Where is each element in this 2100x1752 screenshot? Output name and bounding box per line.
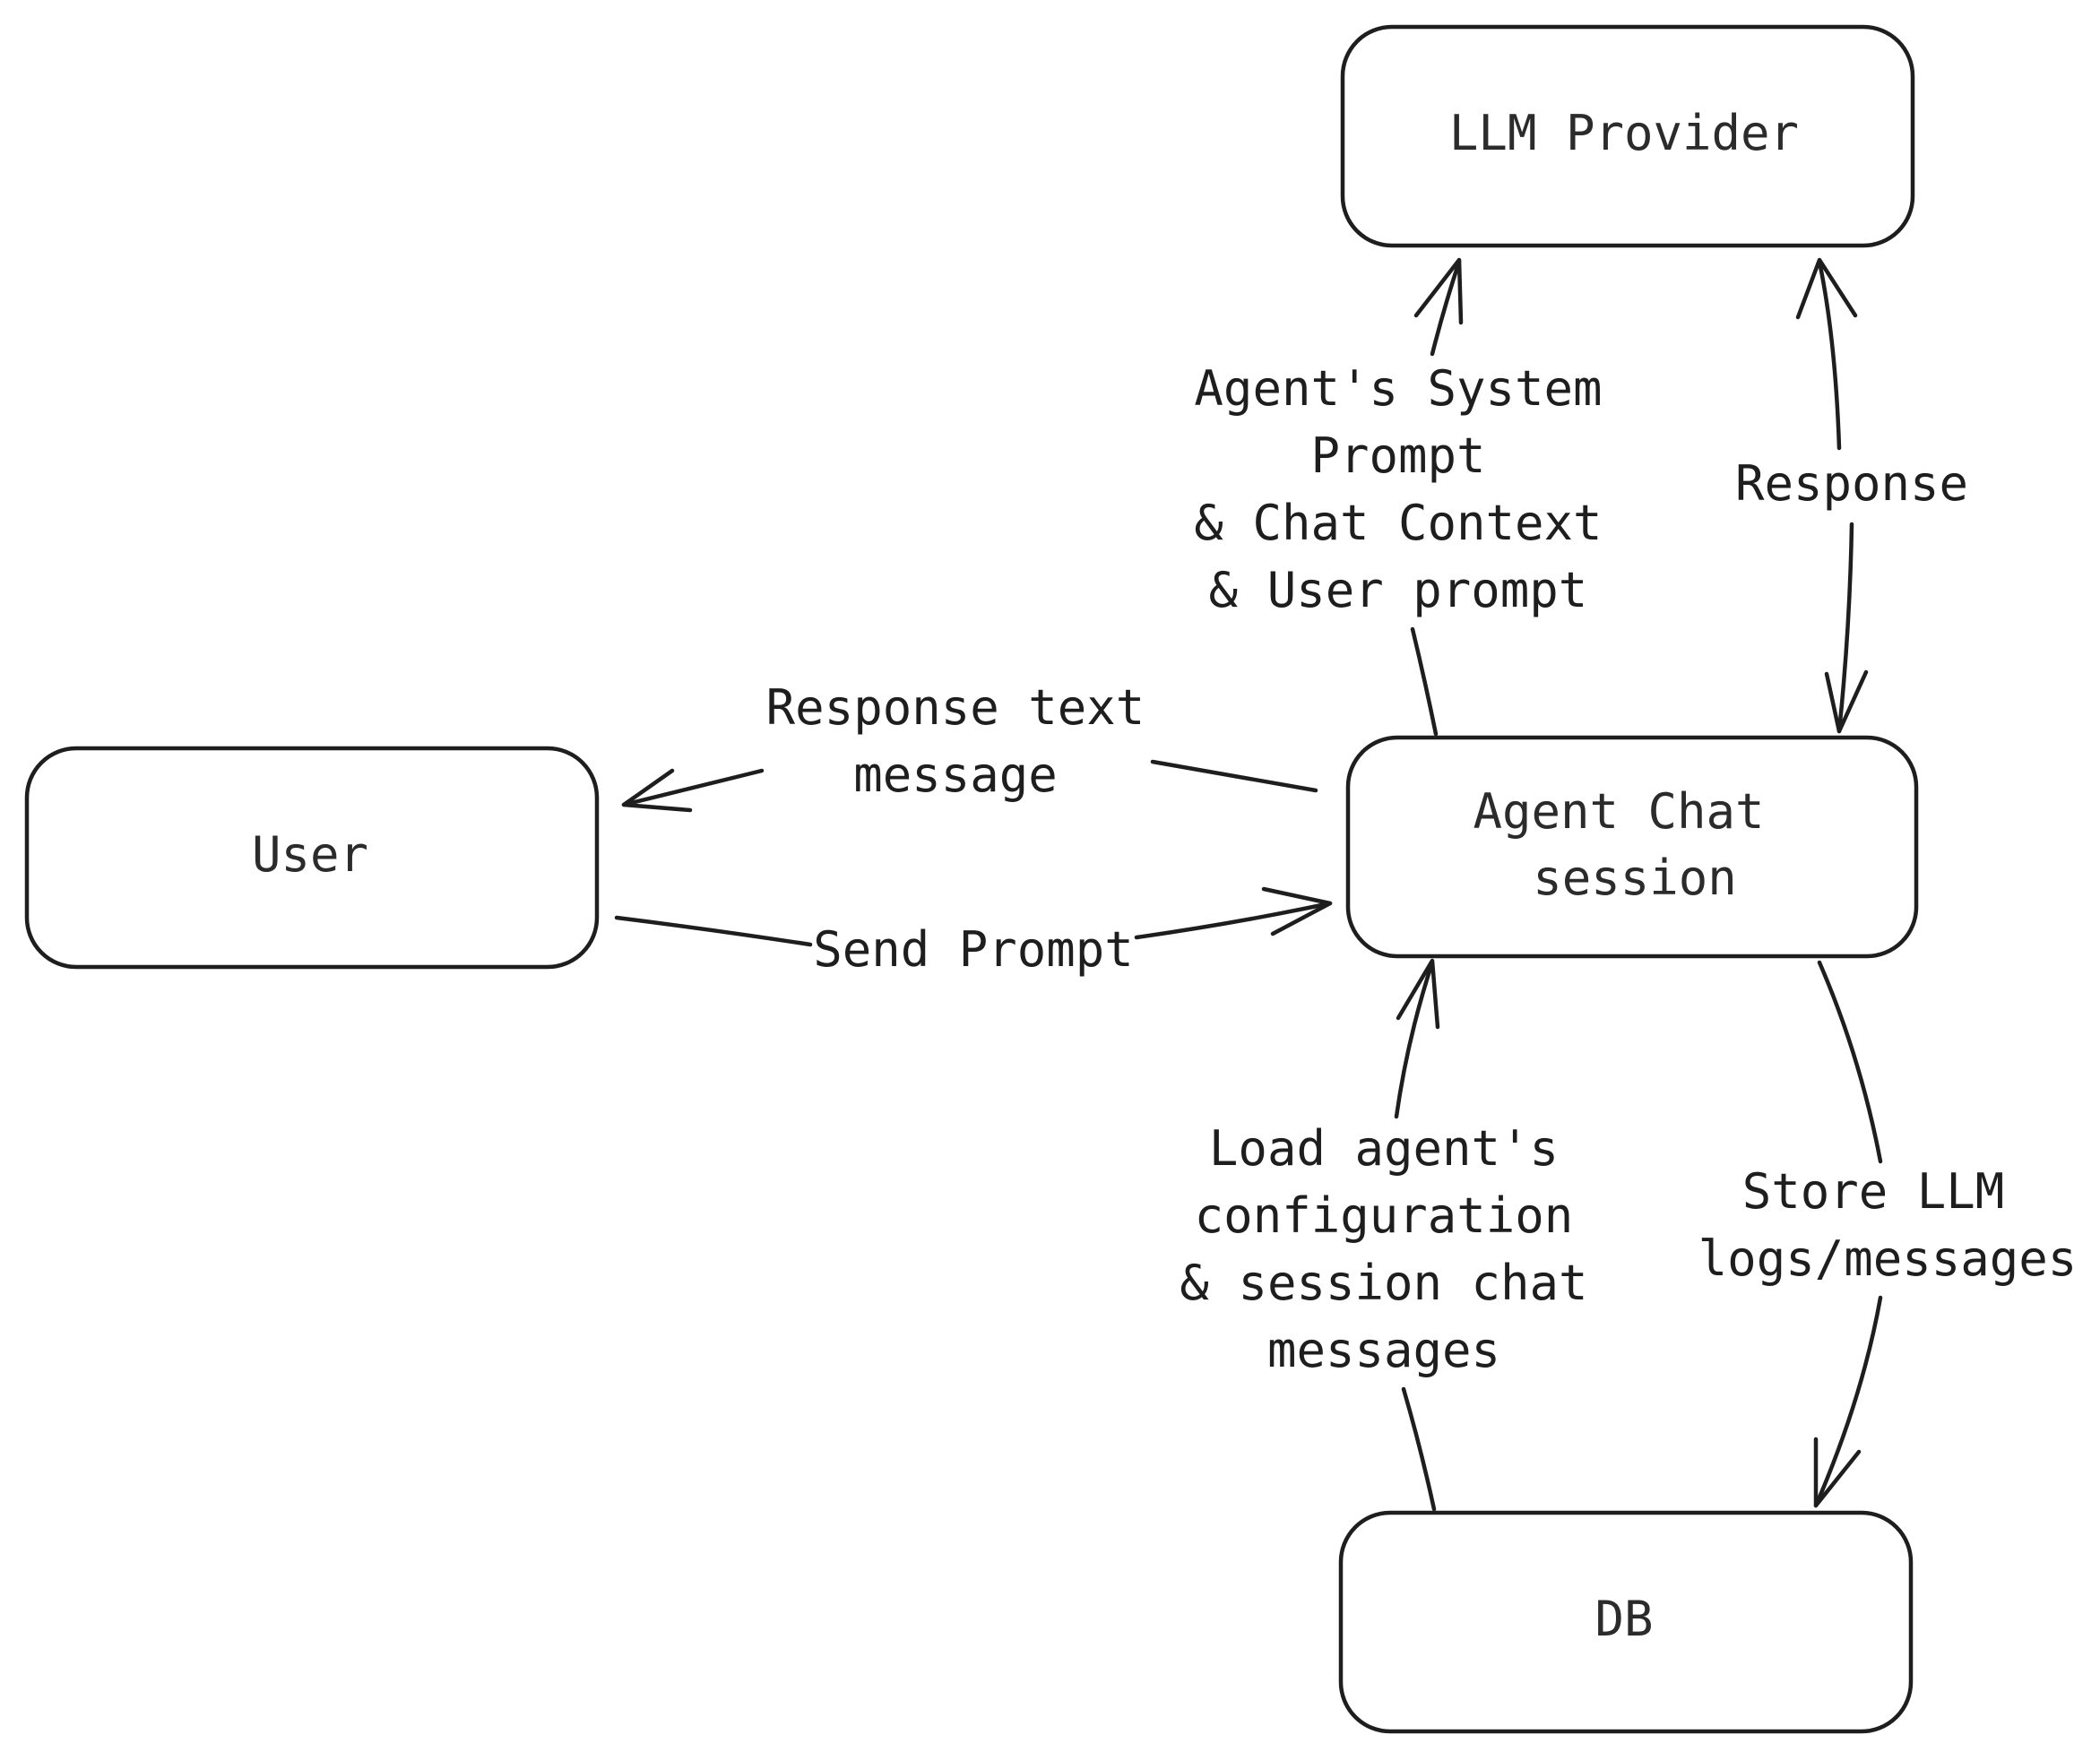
node-user[interactable]: User: [24, 746, 600, 970]
edge-system-prompt: Agent's System Prompt & Chat Context & U…: [1194, 257, 1603, 737]
edge-load-config: Load agent's configuration & session cha…: [1180, 958, 1588, 1512]
node-label: session: [1533, 850, 1737, 906]
arrowhead-icon: [621, 768, 693, 813]
edge-label: Response text: [766, 679, 1145, 736]
edge-label: messages: [1267, 1322, 1500, 1378]
edge-label: & User prompt: [1209, 562, 1588, 618]
arrowhead-icon: [1261, 886, 1333, 936]
edge-label: Prompt: [1310, 427, 1485, 484]
edge-send-prompt: Send Prompt: [614, 886, 1333, 978]
node-agent-chat-session[interactable]: Agent Chat session: [1345, 735, 1919, 959]
node-llm-provider[interactable]: LLM Provider: [1340, 24, 1915, 248]
edge-label: Agent's System: [1194, 360, 1602, 417]
edge-label: Response: [1735, 455, 1968, 512]
arrowhead-icon: [1813, 1437, 1862, 1508]
edge-label: & session chat: [1180, 1255, 1587, 1311]
edge-label: configuration: [1195, 1187, 1574, 1244]
edge-label: logs/messages: [1698, 1230, 2078, 1287]
edge-response-text: Response text message: [621, 679, 1318, 813]
edge-label: Send Prompt: [813, 921, 1134, 978]
edge-label: Store LLM: [1742, 1163, 2005, 1220]
arrowhead-icon: [1413, 257, 1464, 325]
arrowhead-icon: [1396, 958, 1440, 1030]
edge-label: Load agent's: [1209, 1120, 1559, 1177]
arrowhead-icon: [1795, 257, 1858, 320]
node-label: User: [252, 826, 368, 883]
edge-response: Response: [1735, 257, 1968, 734]
arrowhead-icon: [1824, 669, 1869, 734]
node-label: DB: [1594, 1591, 1653, 1647]
edge-label: & Chat Context: [1194, 495, 1602, 551]
node-label: Agent Chat: [1473, 783, 1764, 840]
node-label: LLM Provider: [1449, 105, 1799, 161]
node-db[interactable]: DB: [1338, 1510, 1914, 1734]
edge-label: message: [853, 747, 1058, 803]
edge-store-logs: Store LLM logs/messages: [1698, 960, 2078, 1508]
